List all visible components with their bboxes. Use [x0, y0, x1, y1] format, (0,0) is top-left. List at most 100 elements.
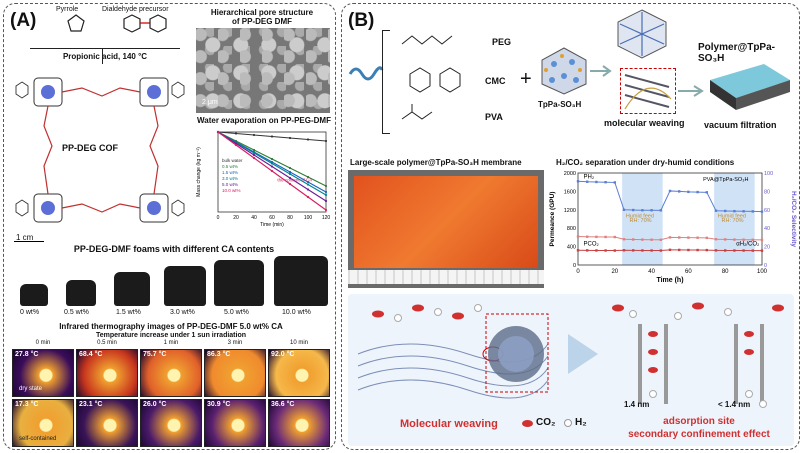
- evap-point-0-3: [270, 135, 274, 138]
- evap-xlabel: Time (min): [260, 222, 284, 228]
- evap-point-5-3: [270, 169, 274, 173]
- ir-time-0: 0 min: [35, 340, 51, 346]
- sep-annotation-2: RH: 70%: [630, 218, 652, 224]
- evap-point-3-2: [252, 151, 256, 155]
- ir-time-2: 1 min: [163, 340, 179, 346]
- sep-point-1-2: [595, 235, 598, 239]
- ir-row-label-1: self-contained: [19, 436, 57, 442]
- sep-point-0-16: [724, 209, 727, 213]
- evap-point-0-6: [324, 139, 328, 143]
- evap-xtick-3: 60: [269, 215, 275, 221]
- ir-time-1: 0.5 min: [97, 340, 117, 346]
- co2-icon: [522, 420, 533, 427]
- sep-annotation-1: Humid feed: [626, 214, 654, 220]
- sep-point-2-12: [687, 248, 690, 252]
- sep-label-ph2: PH₂: [584, 175, 595, 181]
- sep-point-2-17: [733, 249, 736, 252]
- product-label: Polymer@TpPa-SO₃H: [698, 42, 775, 64]
- ir-temp-1-4: 36.6 °C: [271, 401, 295, 408]
- sep-point-0-7: [641, 209, 644, 212]
- ir-temp-1-1: 23.1 °C: [79, 401, 103, 408]
- sep-point-1-18: [742, 238, 745, 241]
- ir-subtitle: Temperature increase under 1 sun irradia…: [95, 332, 247, 339]
- sep-point-0-19: [751, 210, 754, 213]
- sep-point-2-9: [659, 249, 662, 252]
- evap-point-2-4: [288, 170, 292, 174]
- sem-title-2: of PP-DEG DMF: [232, 17, 292, 26]
- sep-label-alpha: αH₂/CO₂: [736, 242, 760, 248]
- sep-ytick-4: 800: [567, 226, 576, 232]
- ir-cell-0-4: 92.0 °C: [268, 349, 330, 397]
- cof-name-b: TpPa-SO₃H: [538, 100, 582, 109]
- cof-crystal: [541, 47, 587, 95]
- sep-rtick-1: 20: [764, 245, 770, 251]
- foam-1: [66, 280, 96, 306]
- foam-label-0: 0 wt%: [20, 309, 40, 316]
- evap-legend-2: 1.5 wt%: [222, 170, 238, 175]
- sep-point-1-6: [632, 238, 635, 241]
- sep-point-1-17: [733, 238, 736, 241]
- sep-annotation-0: PVA@TpPa-SO₃H: [703, 177, 748, 183]
- evap-xtick-0: 0: [217, 215, 220, 221]
- sep-point-0-6: [632, 208, 635, 212]
- reaction-condition: Propionic acid, 140 °C: [62, 52, 148, 61]
- foam-label-1: 0.5 wt%: [64, 309, 89, 316]
- evap-point-0-1: [234, 132, 238, 135]
- evap-point-5-5: [306, 195, 310, 199]
- evap-xtick-6: 120: [322, 215, 331, 221]
- evap-xtick-1: 20: [233, 215, 239, 221]
- woven-crystal: [617, 9, 667, 59]
- membrane-3d: [710, 64, 790, 110]
- evap-point-5-2: [252, 156, 256, 160]
- sep-annotation-4: RH: 70%: [722, 218, 744, 224]
- evap-xtick-2: 40: [251, 215, 257, 221]
- panel-a: (A) Pyrrole Dialdehyde precursor Propion…: [3, 3, 336, 450]
- ir-cell-1-1: 23.1 °C: [76, 399, 138, 447]
- sep-point-0-18: [742, 210, 745, 213]
- legend-co2: CO₂: [536, 417, 556, 428]
- ir-temp-0-2: 75.7 °C: [143, 351, 167, 358]
- foam-3: [164, 266, 206, 306]
- pore-size-2: < 1.4 nm: [718, 400, 751, 409]
- vacuum-filtration-label: vacuum filtration: [704, 120, 777, 130]
- ir-temp-0-4: 92.0 °C: [271, 351, 295, 358]
- sep-point-2-8: [650, 249, 653, 252]
- h2-icon: [564, 419, 572, 427]
- evap-legend-0: bulk water: [222, 158, 243, 163]
- ir-cell-0-3: 86.3 °C: [204, 349, 266, 397]
- panel-b: (B) PEG CMC PVA + TpPa-SO₃H molecular we…: [341, 3, 800, 450]
- ir-temp-0-1: 68.4 °C: [79, 351, 103, 358]
- sep-point-2-20: [760, 249, 764, 252]
- panel-a-label: (A): [10, 10, 37, 31]
- sep-point-1-1: [586, 235, 589, 238]
- sep-point-1-16: [724, 238, 727, 241]
- foam-2: [114, 272, 150, 306]
- sep-point-0-1: [586, 180, 589, 183]
- evap-point-2-6: [324, 190, 328, 194]
- sep-point-1-0: [576, 235, 580, 238]
- sep-xtick-1: 20: [611, 269, 618, 275]
- reaction-arrow: [30, 48, 180, 49]
- sep-rtick-3: 60: [764, 208, 770, 214]
- sep-point-1-15: [714, 238, 718, 241]
- sep-ytick-2: 400: [567, 245, 576, 251]
- evap-point-4-2: [252, 153, 256, 157]
- sep-title: H₂/CO₂ separation under dry-humid condit…: [556, 158, 735, 167]
- sep-point-0-10: [668, 189, 672, 193]
- sep-point-1-8: [650, 238, 653, 241]
- evap-point-3-6: [324, 193, 328, 197]
- sep-point-2-14: [705, 248, 708, 252]
- evap-point-4-3: [270, 165, 274, 168]
- evap-point-3-3: [270, 162, 274, 165]
- sep-rtick-0: 0: [764, 263, 767, 269]
- ir-cell-1-2: 26.0 °C: [140, 399, 202, 447]
- sep-point-0-11: [678, 190, 681, 193]
- pore-size-1: 1.4 nm: [624, 400, 650, 409]
- sep-annotation-3: Humid feed: [718, 214, 746, 220]
- ir-cell-0-2: 75.7 °C: [140, 349, 202, 397]
- sep-rtick-4: 80: [764, 189, 770, 195]
- sep-point-0-8: [650, 209, 653, 212]
